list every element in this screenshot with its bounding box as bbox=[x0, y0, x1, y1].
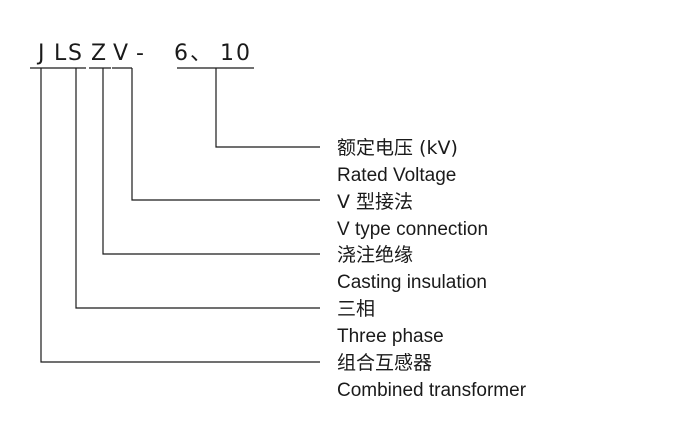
label-three-phase-cn: 三相 bbox=[337, 298, 375, 320]
label-rated-voltage-en: Rated Voltage bbox=[337, 165, 456, 186]
label-casting-insulation-en: Casting insulation bbox=[337, 272, 487, 293]
model-code: J L S Z V - 6 、 1 0 bbox=[36, 41, 250, 66]
code-char-v: V bbox=[113, 41, 128, 66]
leader-line-casting-insulation bbox=[102, 68, 320, 255]
code-char-dash: - bbox=[136, 41, 144, 66]
code-char-z: Z bbox=[91, 41, 106, 66]
label-v-connection-en: V type connection bbox=[337, 219, 488, 240]
leader-line-three-phase bbox=[75, 68, 320, 309]
label-v-connection-cn: V 型接法 bbox=[337, 191, 413, 213]
code-char-6: 6 bbox=[174, 41, 188, 66]
code-char-0: 0 bbox=[236, 41, 250, 66]
leader-line-rated-voltage bbox=[215, 68, 320, 148]
label-rated-voltage-cn: 额定电压 (kV) bbox=[337, 137, 458, 159]
code-char-j: J bbox=[36, 41, 45, 66]
code-char-1: 1 bbox=[220, 41, 234, 66]
leader-line-combined-transformer bbox=[40, 68, 320, 363]
descriptions: 额定电压 (kV) Rated Voltage V 型接法 V type con… bbox=[337, 137, 527, 401]
code-char-comma: 、 bbox=[190, 41, 212, 66]
label-three-phase-en: Three phase bbox=[337, 326, 444, 347]
leader-line-v-connection bbox=[131, 68, 320, 201]
label-combined-transformer-cn: 组合互感器 bbox=[337, 352, 432, 374]
code-char-s: S bbox=[68, 41, 82, 66]
label-casting-insulation-cn: 浇注绝缘 bbox=[337, 244, 413, 266]
leader-lines bbox=[40, 68, 320, 363]
code-char-l: L bbox=[54, 41, 67, 66]
label-combined-transformer-en: Combined transformer bbox=[337, 380, 527, 401]
